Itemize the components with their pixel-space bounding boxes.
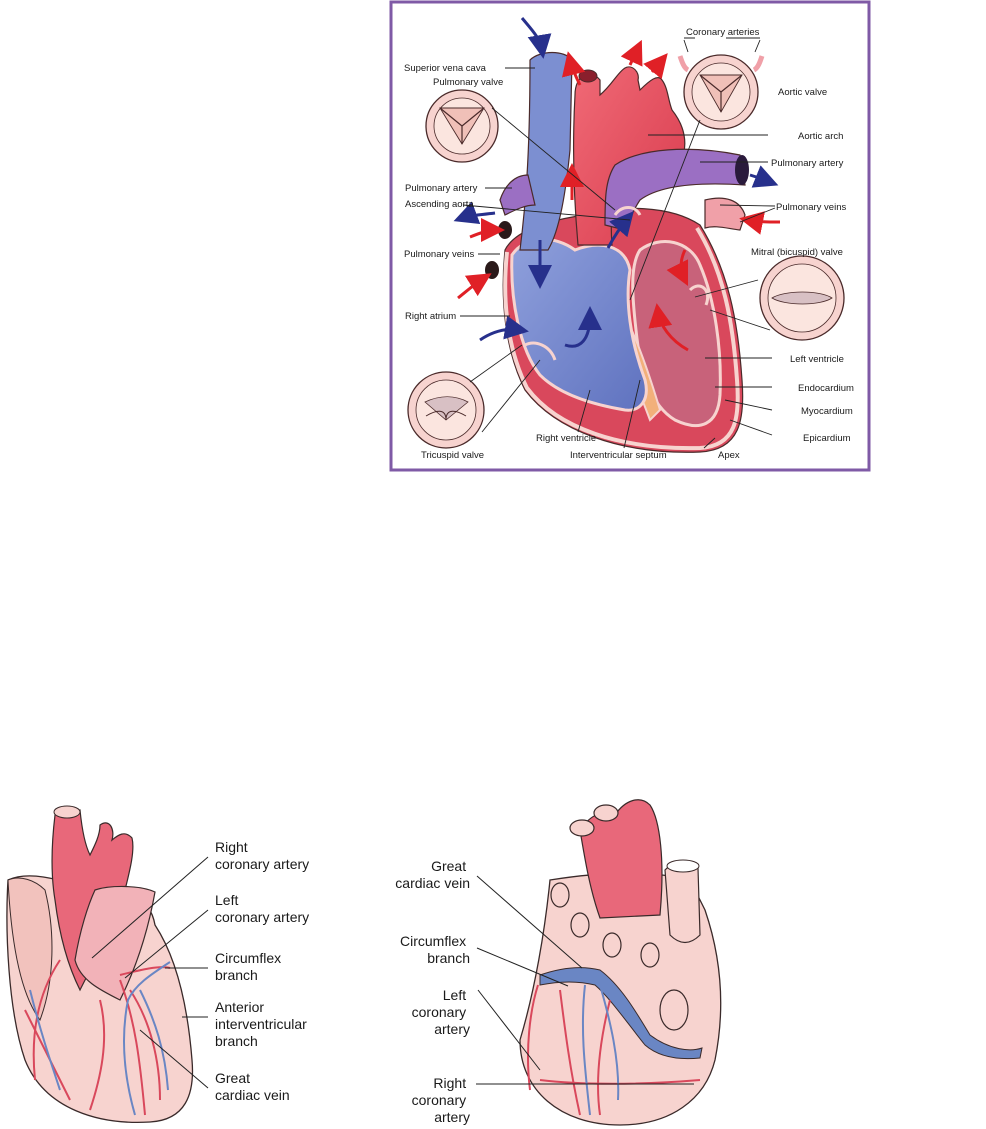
label-posterior-left-coronary: Left coronary artery [412,987,470,1037]
label-endocardium: Endocardium [798,383,854,394]
label-posterior-great-vein: Great cardiac vein [395,858,470,891]
label-posterior-right-coronary: Right coronary artery [412,1075,470,1125]
posterior-coronary-view: Great cardiac vein Circumflex branch Lef… [395,799,722,1126]
pulmonary-artery-opening-right [735,155,749,185]
aorta-branch-opening [578,69,598,83]
pulmonary-vein-opening-1 [498,221,512,239]
posterior-vessel-inner [666,859,700,873]
left-ventricle-chamber [631,240,722,428]
mitral-valve-inset [759,255,845,341]
label-anterior-right-coronary: Right coronary artery [215,839,309,872]
label-apex: Apex [718,450,740,461]
posterior-leader-lines [476,875,694,1085]
label-mitral-valve: Mitral (bicuspid) valve [751,247,843,258]
label-anterior-left-coronary: Left coronary artery [215,892,309,925]
label-anterior-interventricular: Anterior interventricular branch [215,999,311,1049]
aortic-valve-inset [677,54,765,130]
label-pulmonary-artery-right: Pulmonary artery [771,158,844,169]
heart-cross-section-diagram: Superior vena cava Pulmonary valve Coron… [389,0,871,472]
anterior-coronary-view: Right coronary artery Left coronary arte… [6,805,311,1124]
label-left-ventricle: Left ventricle [790,354,844,365]
epicardium-layer [503,226,740,451]
posterior-vessel-stubs [550,804,701,1031]
aorta-vessel [572,66,686,246]
anterior-leader-lines [91,856,209,1089]
mitral-leaflets [688,284,709,306]
label-interventricular-septum: Interventricular septum [570,450,667,461]
label-right-atrium: Right atrium [405,311,456,322]
label-aortic-valve: Aortic valve [778,87,827,98]
anterior-right-atrium [7,877,53,1022]
label-tricuspid-valve: Tricuspid valve [421,450,484,461]
tricuspid-leaflets [524,341,557,361]
label-pulmonary-veins-left: Pulmonary veins [404,249,474,260]
label-myocardium: Myocardium [801,406,853,417]
label-anterior-circumflex: Circumflex branch [215,950,285,983]
label-pulmonary-artery-left: Pulmonary artery [405,183,478,194]
label-aortic-arch: Aortic arch [798,131,843,142]
anterior-cardiac-veins [29,961,171,1116]
anterior-aorta-opening [53,805,81,819]
tricuspid-valve-inset [407,371,485,449]
label-ascending-aorta: Ascending aorta [405,199,474,210]
label-pulmonary-valve: Pulmonary valve [433,77,503,88]
pulmonary-valve-inset [425,89,499,163]
top-leader-lines [460,37,776,449]
anterior-pulmonary-trunk [74,885,156,1001]
label-posterior-circumflex: Circumflex branch [400,933,470,966]
anterior-coronary-arteries [24,959,171,1116]
oxygenated-flow-arrows [457,39,781,352]
posterior-great-cardiac-vein [539,967,703,1060]
label-superior-vena-cava: Superior vena cava [404,63,487,74]
label-coronary-arteries: Coronary arteries [686,27,760,38]
label-anterior-great-vein: Great cardiac vein [215,1070,290,1103]
posterior-cardiac-vein-branches [581,984,620,1116]
pulmonary-artery-left-branch [499,174,536,216]
label-pulmonary-veins-right: Pulmonary veins [776,202,846,213]
pulmonary-vein-opening-2 [485,261,499,279]
label-epicardium: Epicardium [803,433,851,444]
label-right-ventricle: Right ventricle [536,433,596,444]
